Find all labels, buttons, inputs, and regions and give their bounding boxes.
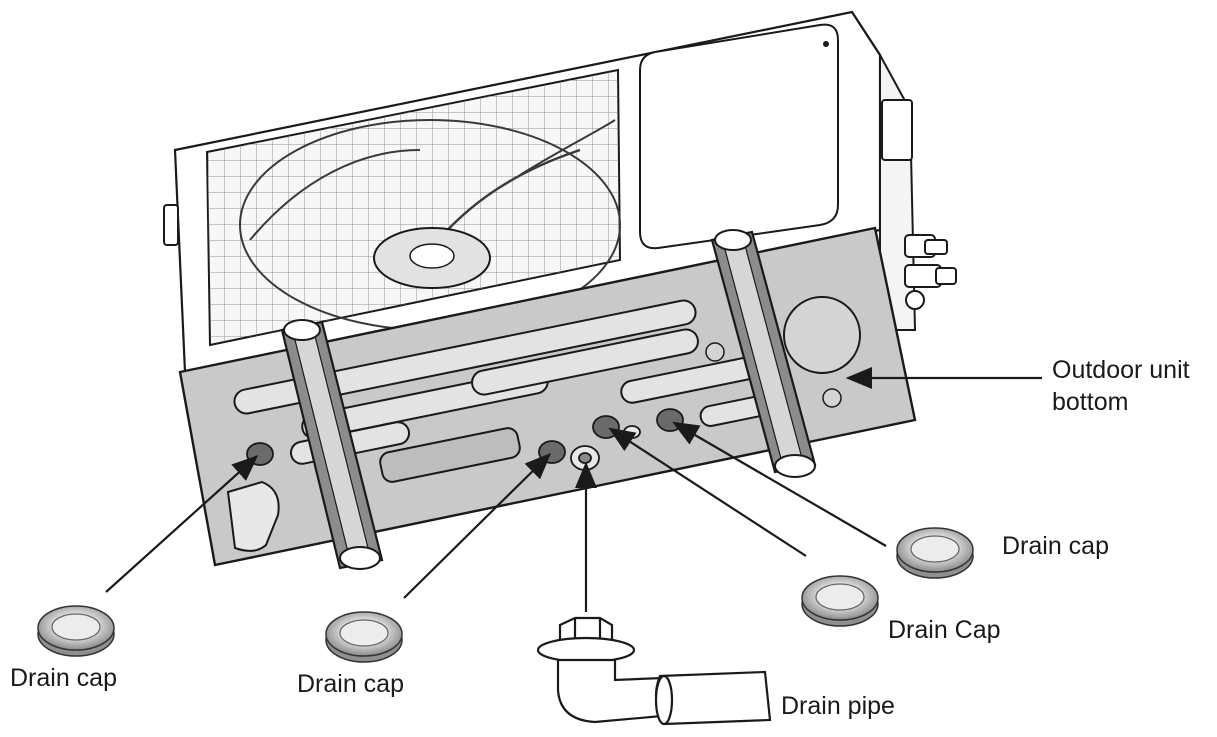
- drain-hole-right: [656, 408, 684, 432]
- label-outdoor-unit-line2: bottom: [1052, 388, 1129, 416]
- fan-guard-icon: [205, 68, 622, 347]
- label-outdoor-unit-line1: Outdoor unit: [1052, 356, 1190, 384]
- compressor-panel: [639, 23, 839, 250]
- drain-cap-icon: [37, 527, 974, 663]
- arrow-drain-cap-middle: [608, 427, 807, 557]
- left-bracket: [163, 204, 179, 246]
- drain-hole-middle: [592, 415, 620, 439]
- mounting-foot-right: [710, 229, 817, 478]
- drain-elbow-icon: [536, 616, 772, 726]
- outdoor-unit: [163, 10, 957, 570]
- label-drain-cap-left: Drain cap: [10, 664, 117, 692]
- drain-cap-center: [325, 611, 403, 663]
- label-drain-cap-middle: Drain Cap: [888, 616, 1001, 644]
- unit-casing-right: [851, 11, 917, 331]
- leader-arrows: [105, 367, 1042, 612]
- arrow-drain-cap-right: [672, 421, 887, 547]
- base-recess: [783, 296, 861, 374]
- corner-pad: [226, 480, 280, 552]
- service-valves: [881, 99, 957, 310]
- drain-cap-left: [37, 605, 115, 657]
- arrow-drain-cap-left: [105, 455, 259, 593]
- arrow-drain-cap-center: [403, 452, 552, 599]
- label-drain-cap-right: Drain cap: [1002, 532, 1109, 560]
- label-drain-pipe: Drain pipe: [781, 692, 895, 720]
- drain-pipe: [654, 670, 772, 726]
- label-outdoor-unit-bottom: Outdoor unit bottom: [1052, 354, 1190, 418]
- drain-cap-middle: [801, 575, 879, 627]
- label-drain-cap-center: Drain cap: [297, 670, 404, 698]
- mounting-foot-left: [280, 319, 384, 570]
- drain-cap-right: [896, 527, 974, 579]
